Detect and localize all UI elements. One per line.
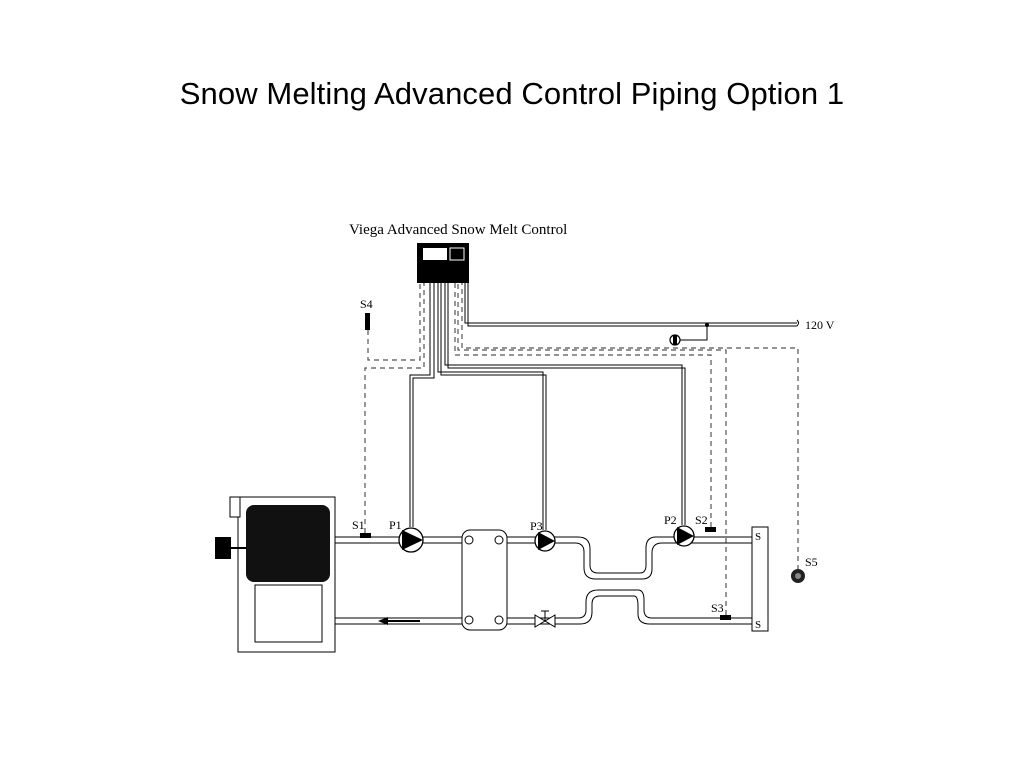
sensor-s3-icon [720, 615, 731, 620]
secondary-supply-pipe [507, 536, 630, 580]
pump-p1-icon [398, 527, 424, 553]
slab-supply-pipe [630, 536, 752, 580]
manifold-port-return: S [755, 619, 761, 631]
sensor-s5-label: S5 [805, 555, 818, 569]
control-unit [417, 243, 469, 283]
control-wiring [409, 283, 797, 530]
pump-p1-label: P1 [389, 518, 402, 532]
power-label: 120 V [805, 318, 835, 332]
slab-return-pipe [630, 589, 752, 625]
manifold-port-supply: S [755, 531, 761, 543]
return-pipe [335, 617, 462, 625]
secondary-return-pipe [507, 589, 630, 625]
snow-sensor-s5-icon [791, 569, 805, 583]
pump-p2-icon [673, 525, 695, 547]
pump-p3-icon [534, 530, 556, 552]
supply-pipe [335, 536, 462, 544]
flow-arrow-icon [378, 617, 420, 625]
sensor-s4-label: S4 [360, 297, 373, 311]
slab-manifold [751, 526, 769, 632]
sensor-s4-icon [365, 313, 370, 330]
boiler [215, 496, 336, 653]
heat-exchanger [461, 529, 508, 631]
sensor-s2-icon [705, 527, 716, 532]
control-label: Viega Advanced Snow Melt Control [349, 222, 567, 238]
relay [669, 334, 681, 346]
sensor-s1-icon [360, 533, 371, 538]
sensor-wiring [364, 283, 799, 615]
sensor-s1-label: S1 [352, 518, 365, 532]
junction-dot [705, 323, 709, 327]
slide-title: Snow Melting Advanced Control Piping Opt… [179, 76, 845, 111]
power-plug-icon [796, 319, 799, 327]
pump-p2-label: P2 [664, 513, 677, 527]
sensor-s2-label: S2 [695, 513, 708, 527]
sensor-s3-label: S3 [711, 601, 724, 615]
pump-p3-label: P3 [530, 519, 543, 533]
mixing-valve-icon [534, 610, 556, 628]
